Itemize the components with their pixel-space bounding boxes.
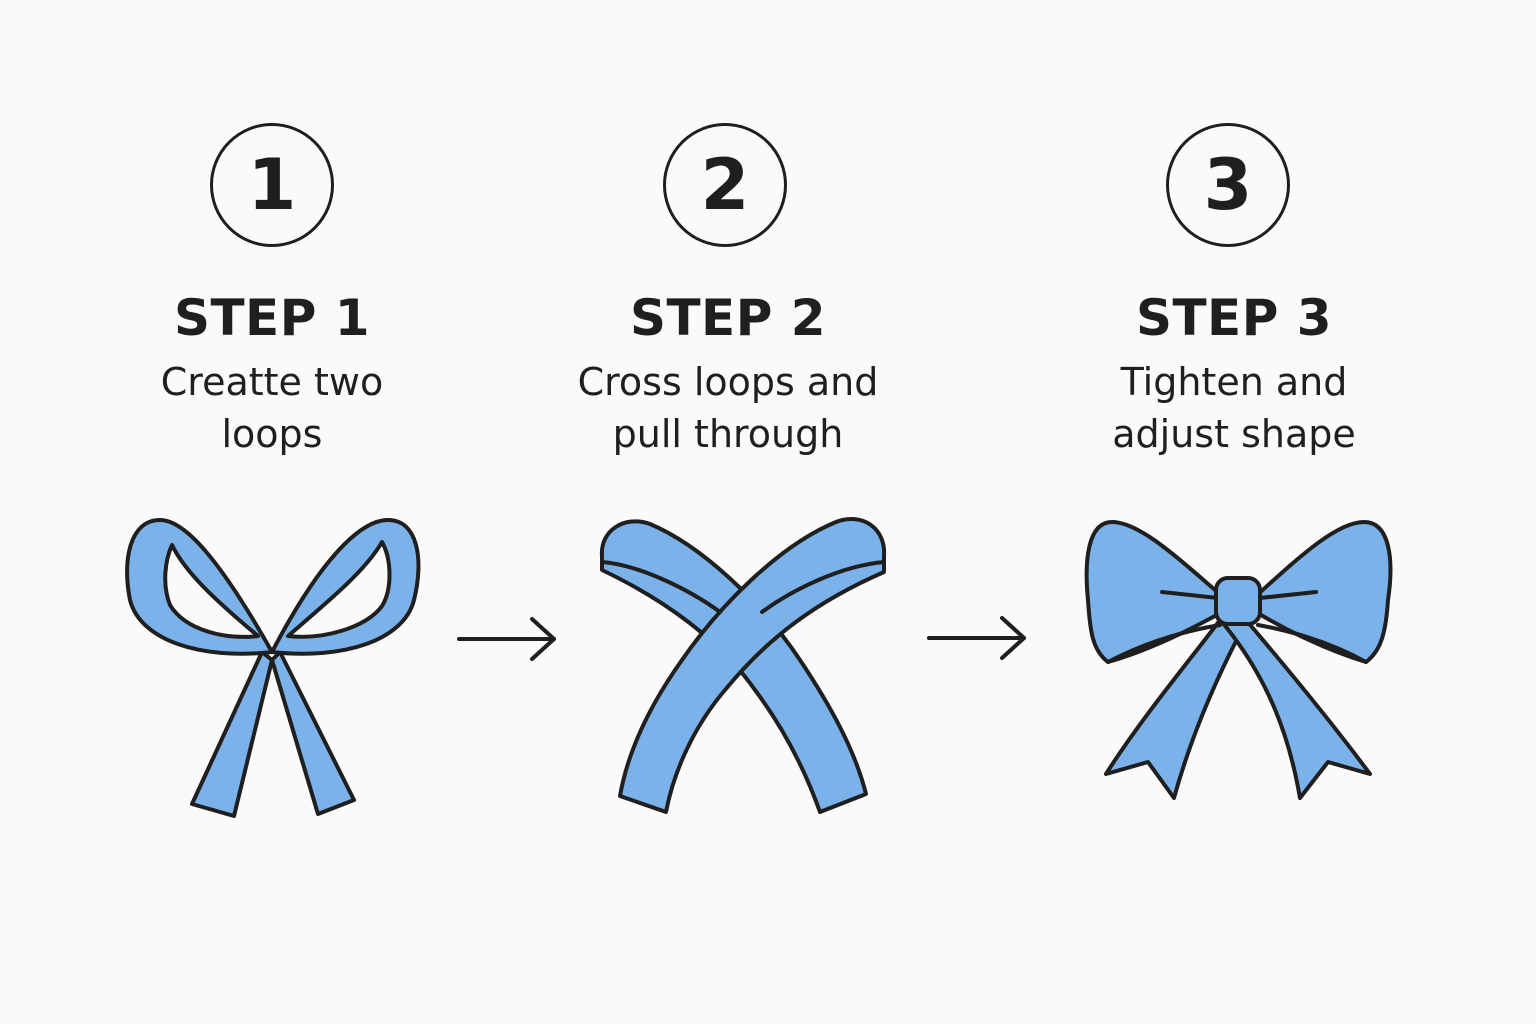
step-2-description-line-1: Cross loops and xyxy=(577,360,879,404)
step-2-number-badge: 2 xyxy=(663,123,787,247)
ribbon-loop-left-fold xyxy=(1106,623,1222,664)
ribbon-loop-right xyxy=(1254,520,1393,664)
step-3-description-line-2: adjust shape xyxy=(1112,412,1356,456)
ribbon-loop-right-fold xyxy=(1256,623,1368,664)
ribbon-loop-right-crease xyxy=(1258,590,1318,600)
step-3: 3 STEP 3 Tighten and adjust shape xyxy=(1024,0,1444,1024)
step-1: 1 STEP 1 Creatte two loops xyxy=(62,0,482,1024)
step-2-title: STEP 2 xyxy=(629,289,827,347)
ribbon-strand-front xyxy=(618,517,887,814)
step-2-description: Cross loops and pull through xyxy=(518,356,938,460)
ribbon-loop-right xyxy=(270,518,421,656)
ribbon-tail-left xyxy=(190,650,274,818)
step-3-number-badge: 3 xyxy=(1166,123,1290,247)
ribbon-loop-left xyxy=(1084,520,1224,664)
ribbon-strand-front-fold xyxy=(760,560,886,614)
step-2-description-line-2: pull through xyxy=(612,412,844,456)
step-1-title: STEP 1 xyxy=(173,289,371,347)
step-3-description-line-1: Tighten and xyxy=(1120,360,1348,404)
ribbon-loop-left-crease xyxy=(1160,590,1220,600)
bow-knot xyxy=(1214,576,1262,626)
step-2-number: 2 xyxy=(700,144,750,226)
step-1-number-badge: 1 xyxy=(210,123,334,247)
step-2: 2 STEP 2 Cross loops and pull through xyxy=(518,0,938,1024)
ribbon-tail-right xyxy=(1220,618,1372,800)
ribbon-loop-left xyxy=(125,518,274,656)
step-1-description: Creatte two loops xyxy=(62,356,482,460)
step-3-number: 3 xyxy=(1203,144,1253,226)
step-3-description: Tighten and adjust shape xyxy=(1024,356,1444,460)
ribbon-tail-left xyxy=(1104,618,1248,800)
ribbon-tail-right xyxy=(270,650,356,816)
step-3-title: STEP 3 xyxy=(1135,289,1333,347)
ribbon-strand-back-fold xyxy=(600,560,722,614)
step-1-number: 1 xyxy=(247,144,297,226)
step-1-description-line-1: Creatte two xyxy=(160,360,384,404)
step-1-description-line-2: loops xyxy=(221,412,323,456)
